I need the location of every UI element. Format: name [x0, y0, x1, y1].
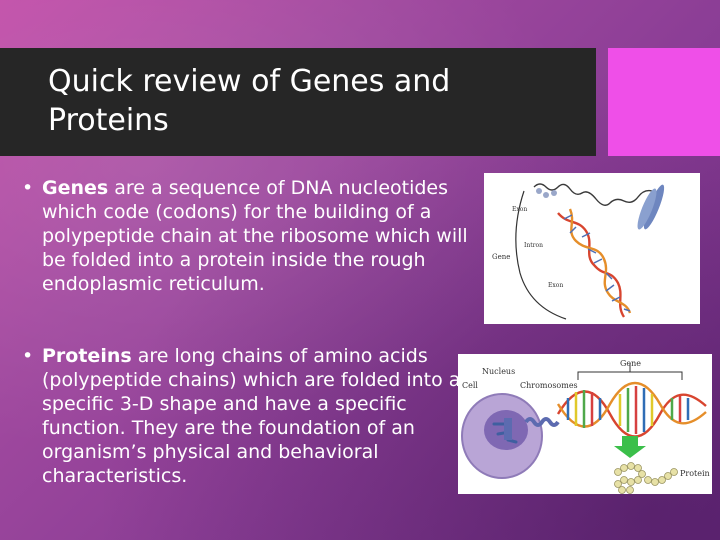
bullet-text-genes: are a sequence of DNA nucleotides which … — [42, 177, 468, 295]
bullet-list: • Genes are a sequence of DNA nucleotide… — [22, 176, 472, 488]
bullet-marker: • — [22, 345, 34, 367]
label-gene-2: Gene — [620, 359, 641, 368]
bullet-marker: • — [22, 177, 34, 199]
label-chromosomes: Chromosomes — [520, 381, 578, 390]
label-protein: Protein — [680, 469, 710, 478]
accent-square — [608, 48, 720, 156]
label-exon-top: Exon — [512, 206, 527, 213]
label-exon-bottom: Exon — [548, 282, 563, 289]
label-cell: Cell — [462, 381, 478, 390]
label-gene: Gene — [492, 253, 510, 261]
bullet-term-genes: Genes — [42, 177, 109, 199]
bullet-proteins: • Proteins are long chains of amino acid… — [22, 344, 472, 488]
bullet-term-proteins: Proteins — [42, 345, 132, 367]
label-nucleus: Nucleus — [482, 367, 515, 376]
gene-diagram-svg: Exon Intron Gene Exon — [492, 183, 665, 320]
cell-protein-svg: Nucleus Cell Chromosomes Gene Protein — [461, 359, 710, 494]
label-intron: Intron — [524, 242, 543, 249]
bullet-genes: • Genes are a sequence of DNA nucleotide… — [22, 176, 472, 296]
gene-diagram-image: Exon Intron Gene Exon — [484, 173, 700, 324]
cell-protein-image: Nucleus Cell Chromosomes Gene Protein — [458, 354, 712, 494]
title-band: Quick review of Genes and Proteins — [0, 48, 596, 156]
slide-title: Quick review of Genes and Proteins — [48, 64, 451, 138]
bullet-text-proteins: are long chains of amino acids (polypept… — [42, 345, 461, 487]
